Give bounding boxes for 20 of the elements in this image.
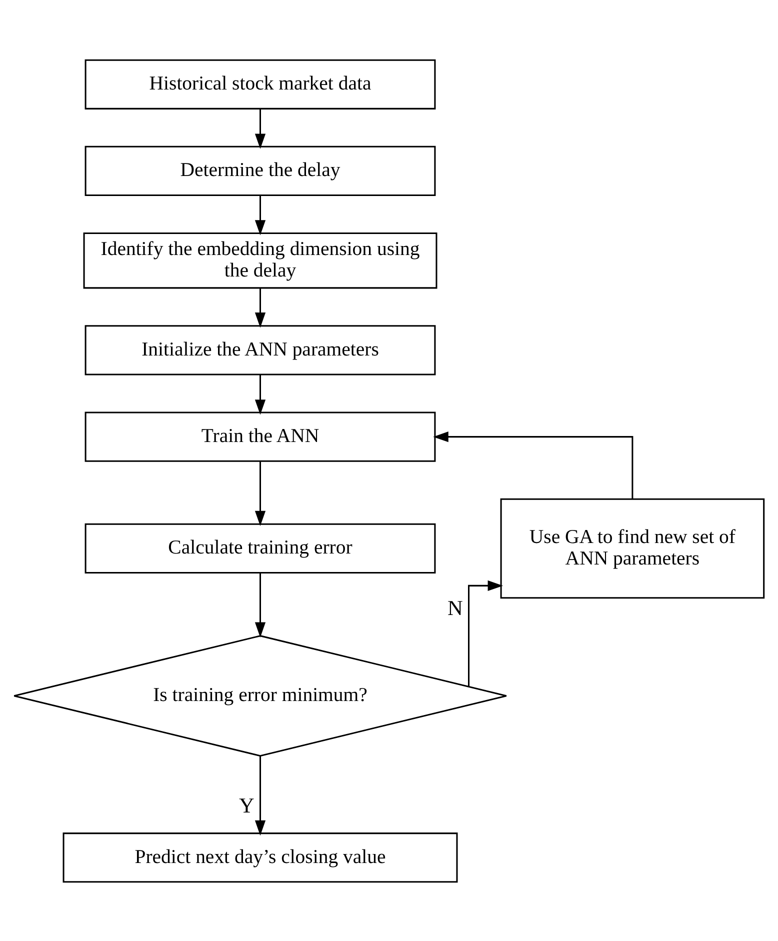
node-box: Calculate training error <box>84 522 436 574</box>
node-box: Initialize the ANN parameters <box>84 324 436 375</box>
arrow <box>254 461 266 526</box>
arrow <box>254 374 266 414</box>
edge-label: Y <box>238 792 254 817</box>
edge-label: N <box>447 596 463 620</box>
node-box: Identify the embedding dimension using the delay <box>83 232 438 288</box>
arrow <box>254 194 266 235</box>
arrow <box>254 756 266 836</box>
arrow <box>433 431 634 498</box>
node-box: Determine the delay <box>84 145 436 196</box>
arrow <box>254 287 266 328</box>
node-box: Historical stock market data <box>84 58 436 109</box>
arrow <box>468 580 503 686</box>
node-box: Use GA to find new set of ANN parameters <box>500 498 765 598</box>
node-diamond: Is training error minimum? <box>13 634 508 756</box>
arrow <box>254 572 266 637</box>
arrow <box>254 108 266 148</box>
node-box: Predict next day’s closing value <box>62 832 458 882</box>
node-box: Train the ANN <box>84 411 436 462</box>
